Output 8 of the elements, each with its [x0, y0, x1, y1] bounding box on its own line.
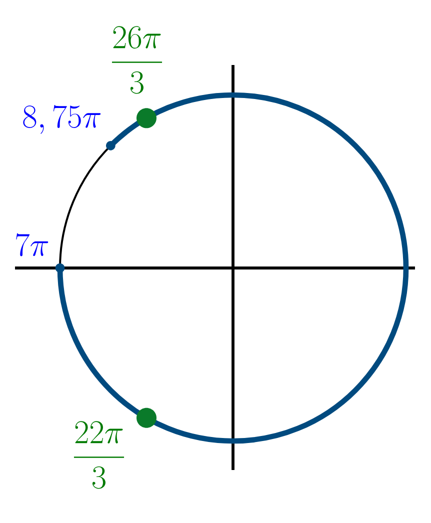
point-label: $7\pi$ — [16, 233, 48, 256]
point-dot — [106, 141, 116, 150]
point-dot — [136, 108, 156, 128]
point-dot — [55, 263, 65, 273]
point-label: $\frac{26\pi}{3}$ — [112, 26, 162, 94]
point-label: $8,75\pi$ — [23, 105, 101, 134]
point-label: $\frac{22\pi}{3}$ — [74, 421, 124, 489]
point-dot — [136, 408, 156, 428]
